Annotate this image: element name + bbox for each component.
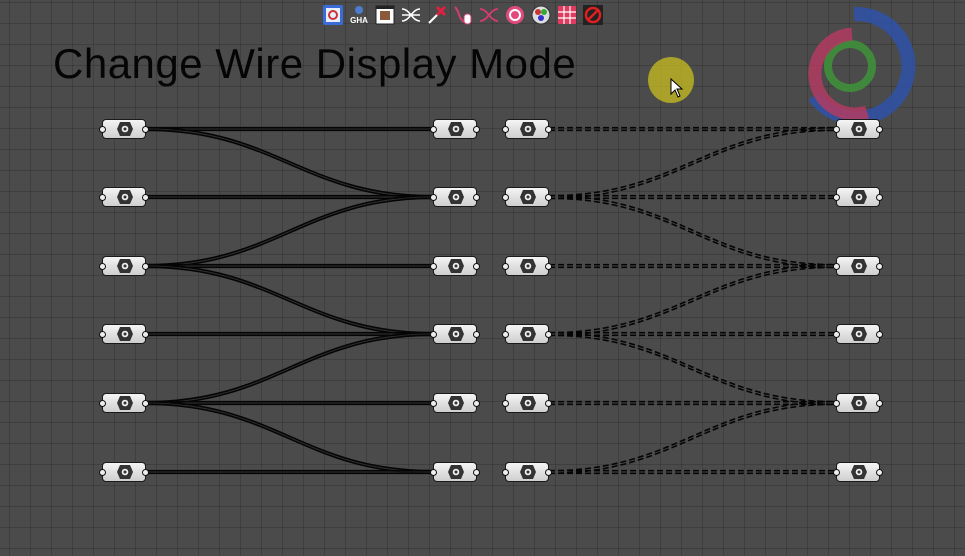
param-hex-icon [520, 259, 536, 273]
wire-default-5 [145, 263, 434, 337]
param-hex-icon [117, 327, 133, 341]
wire-dashed-7 [548, 331, 837, 406]
param-node-right-b-2[interactable] [833, 256, 883, 276]
wire-dashed-6 [549, 331, 836, 337]
param-hex-icon [448, 465, 464, 479]
param-hex-icon [851, 465, 867, 479]
param-hex-icon [520, 327, 536, 341]
gha-icon[interactable]: GHA [348, 4, 370, 26]
param-hex-icon [117, 465, 133, 479]
param-node-right-b-0[interactable] [833, 119, 883, 139]
wire-dashed-5 [548, 263, 837, 337]
param-node-right-a-4[interactable] [430, 393, 480, 413]
wire-cross-icon[interactable] [400, 4, 422, 26]
param-hex-icon [448, 122, 464, 136]
param-node-right-b-5[interactable] [833, 462, 883, 482]
param-hex-icon [851, 122, 867, 136]
grid-table-icon[interactable] [556, 4, 578, 26]
param-hex-icon [448, 190, 464, 204]
param-node-left-a-5[interactable] [99, 462, 149, 482]
wire-default-1 [145, 126, 434, 200]
param-hex-icon [117, 190, 133, 204]
wire-dashed-1 [548, 126, 837, 200]
wire-default-9 [145, 400, 434, 475]
wire-default-10 [145, 469, 434, 475]
param-node-right-a-3[interactable] [430, 324, 480, 344]
wire-dashed-2 [548, 194, 837, 200]
param-node-right-a-2[interactable] [430, 256, 480, 276]
param-hex-icon [851, 396, 867, 410]
param-hex-icon [117, 259, 133, 273]
param-node-left-b-2[interactable] [502, 256, 552, 276]
param-node-left-b-3[interactable] [502, 324, 552, 344]
circle-arrow-icon[interactable] [504, 4, 526, 26]
param-hex-icon [448, 259, 464, 273]
logo-icon [808, 6, 916, 125]
mouse-wire-icon[interactable] [452, 4, 474, 26]
param-node-right-b-4[interactable] [833, 393, 883, 413]
param-hex-icon [851, 190, 867, 204]
clipboard-icon[interactable] [322, 4, 344, 26]
canvas-toolbar: GHA [322, 3, 604, 27]
param-hex-icon [520, 190, 536, 204]
wire-dashed-3 [548, 194, 837, 269]
param-hex-icon [520, 122, 536, 136]
color-dots-icon[interactable] [530, 4, 552, 26]
param-node-left-b-1[interactable] [502, 187, 552, 207]
param-node-right-a-0[interactable] [430, 119, 480, 139]
param-node-left-b-0[interactable] [502, 119, 552, 139]
param-hex-icon [117, 396, 133, 410]
param-node-left-b-5[interactable] [502, 462, 552, 482]
gha-label: GHA [350, 16, 368, 25]
wire-dashed-9 [548, 400, 837, 475]
param-hex-icon [448, 327, 464, 341]
param-hex-icon [851, 327, 867, 341]
wire-default-3 [145, 194, 434, 269]
red-wire-icon[interactable] [478, 4, 500, 26]
param-hex-icon [117, 122, 133, 136]
param-node-left-b-4[interactable] [502, 393, 552, 413]
mouse-cursor-icon [670, 78, 684, 98]
param-node-right-b-1[interactable] [833, 187, 883, 207]
param-node-right-a-1[interactable] [430, 187, 480, 207]
param-hex-icon [520, 465, 536, 479]
red-x-icon[interactable] [426, 4, 448, 26]
param-hex-icon [520, 396, 536, 410]
wire-default-7 [145, 331, 434, 406]
param-hex-icon [851, 259, 867, 273]
param-node-left-a-0[interactable] [99, 119, 149, 139]
param-hex-icon [448, 396, 464, 410]
param-node-right-b-3[interactable] [833, 324, 883, 344]
param-node-left-a-1[interactable] [99, 187, 149, 207]
param-node-left-a-3[interactable] [99, 324, 149, 344]
param-node-right-a-5[interactable] [430, 462, 480, 482]
param-node-left-a-4[interactable] [99, 393, 149, 413]
no-entry-icon[interactable] [582, 4, 604, 26]
wire-dashed-10 [548, 469, 837, 475]
page-title: Change Wire Display Mode [53, 40, 577, 87]
param-node-left-a-2[interactable] [99, 256, 149, 276]
frame-icon[interactable] [374, 4, 396, 26]
